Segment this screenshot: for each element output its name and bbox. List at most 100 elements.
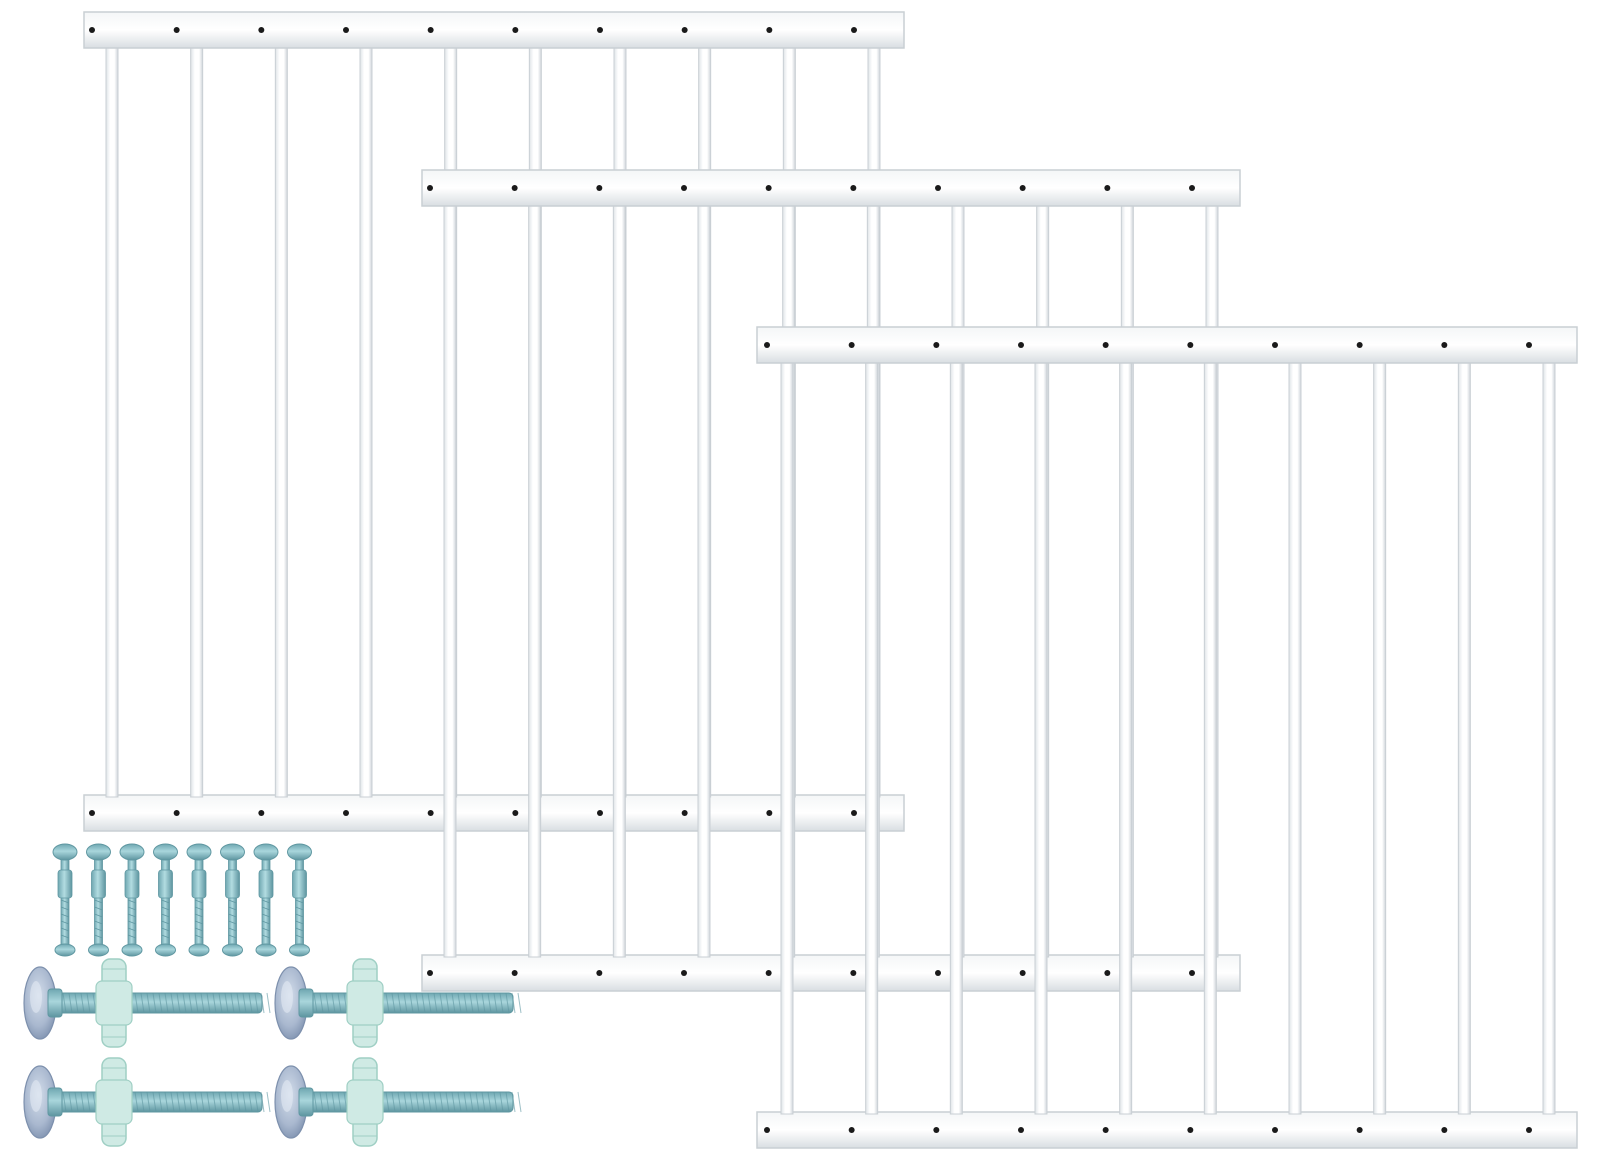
screw-thread xyxy=(161,920,170,925)
screw-thread xyxy=(60,920,70,925)
bar xyxy=(105,45,119,798)
bolt-thread xyxy=(451,992,456,1014)
screw-thread xyxy=(295,934,304,939)
screw-thread xyxy=(295,920,304,925)
screw-thread xyxy=(261,934,271,939)
bolt-thread xyxy=(319,1091,324,1113)
bolt-thread xyxy=(505,1091,510,1113)
bolt-thread xyxy=(170,992,175,1014)
bottom-rail-hole xyxy=(1187,1127,1194,1133)
screw-collar xyxy=(124,869,140,899)
bolt-thread xyxy=(254,1091,259,1113)
bolt-hub xyxy=(298,988,314,1018)
bolt-thread xyxy=(248,992,253,1014)
bolt-thread xyxy=(337,992,342,1014)
bolt-thread xyxy=(218,1091,223,1113)
bottom-rail-hole xyxy=(935,970,941,976)
screw-head xyxy=(253,843,279,861)
bolt-thread xyxy=(62,992,67,1014)
bolt-thread xyxy=(182,1091,187,1113)
bottom-rail-hole xyxy=(173,810,180,816)
bolt-nut-core xyxy=(346,980,384,1026)
top-rail-hole xyxy=(596,185,603,191)
bolt-thread xyxy=(415,1091,420,1113)
screw-head xyxy=(52,843,78,861)
screw-thread xyxy=(94,920,103,925)
bolt-thread xyxy=(80,992,85,1014)
bar xyxy=(274,45,288,798)
bolt-thread xyxy=(331,1091,336,1113)
screw-thread xyxy=(295,899,304,904)
screw-thread xyxy=(127,913,137,918)
top-rail-hole xyxy=(933,342,940,348)
small-screw xyxy=(253,843,279,957)
bolt-thread xyxy=(206,992,211,1014)
screw-thread xyxy=(295,927,304,932)
screw-thread xyxy=(194,934,204,939)
bar xyxy=(1542,360,1556,1115)
bottom-rail-hole xyxy=(512,810,519,816)
bolt-thread xyxy=(325,1091,330,1113)
top-rail-hole xyxy=(258,27,265,33)
pressure-bolt xyxy=(274,1057,522,1147)
bolt-thread xyxy=(134,992,139,1014)
bolt-thread xyxy=(176,992,181,1014)
bolt-thread xyxy=(481,992,486,1014)
screw-thread xyxy=(295,913,304,918)
top-rail-hole xyxy=(681,27,688,33)
bolt-thread xyxy=(385,1091,390,1113)
top-rail-hole xyxy=(1018,342,1024,348)
screw-thread xyxy=(228,899,237,904)
pressure-bolt xyxy=(274,958,522,1048)
pressure-bolt xyxy=(23,958,271,1048)
bolt-hub xyxy=(298,1087,314,1117)
bolt-thread xyxy=(385,992,390,1014)
small-screws xyxy=(52,843,312,957)
bolt-thread xyxy=(415,992,420,1014)
bolt-thread xyxy=(158,1091,163,1113)
bar xyxy=(1034,360,1048,1115)
bolt-thread xyxy=(463,1091,468,1113)
top-rail-hole xyxy=(681,185,687,191)
bottom-rail-hole xyxy=(427,970,433,976)
bolt-thread xyxy=(511,992,516,1014)
small-screw xyxy=(220,843,245,957)
gate-panels xyxy=(83,11,1578,1149)
screw-thread xyxy=(94,927,103,932)
bolt-thread xyxy=(68,1091,73,1113)
top-rail-hole xyxy=(597,27,603,33)
top-rail-hole xyxy=(512,27,519,33)
bolt-thread xyxy=(146,1091,151,1113)
screw-foot xyxy=(88,943,109,957)
top-rail-hole xyxy=(1272,342,1278,348)
screw-collar xyxy=(258,869,274,899)
bolt-thread xyxy=(266,1091,271,1113)
bolt-thread xyxy=(421,1091,426,1113)
bolt-thread xyxy=(260,1091,265,1113)
bolt-nut-core xyxy=(95,1079,133,1125)
screw-thread xyxy=(127,934,137,939)
screw-thread xyxy=(261,927,271,932)
top-rail-hole xyxy=(848,342,855,348)
top-rail xyxy=(83,11,905,49)
bolt-hub xyxy=(47,1087,63,1117)
bottom-rail-hole xyxy=(511,970,518,976)
screw-collar xyxy=(158,869,173,899)
bolt-thread xyxy=(397,1091,402,1113)
bolt-thread xyxy=(212,1091,217,1113)
bottom-rail-hole xyxy=(427,810,434,816)
screw-foot xyxy=(155,943,176,957)
bolt-thread xyxy=(74,1091,79,1113)
bolt-thread xyxy=(493,1091,498,1113)
bolt-thread xyxy=(469,1091,474,1113)
screw-thread xyxy=(161,927,170,932)
screw-thread xyxy=(127,899,137,904)
screw-head xyxy=(220,843,245,861)
screw-foot xyxy=(222,943,243,957)
top-rail-hole xyxy=(1187,342,1194,348)
bar xyxy=(1373,360,1387,1115)
pressure-bolt xyxy=(23,1057,271,1147)
top-rail xyxy=(756,326,1578,364)
screw-thread xyxy=(127,927,137,932)
